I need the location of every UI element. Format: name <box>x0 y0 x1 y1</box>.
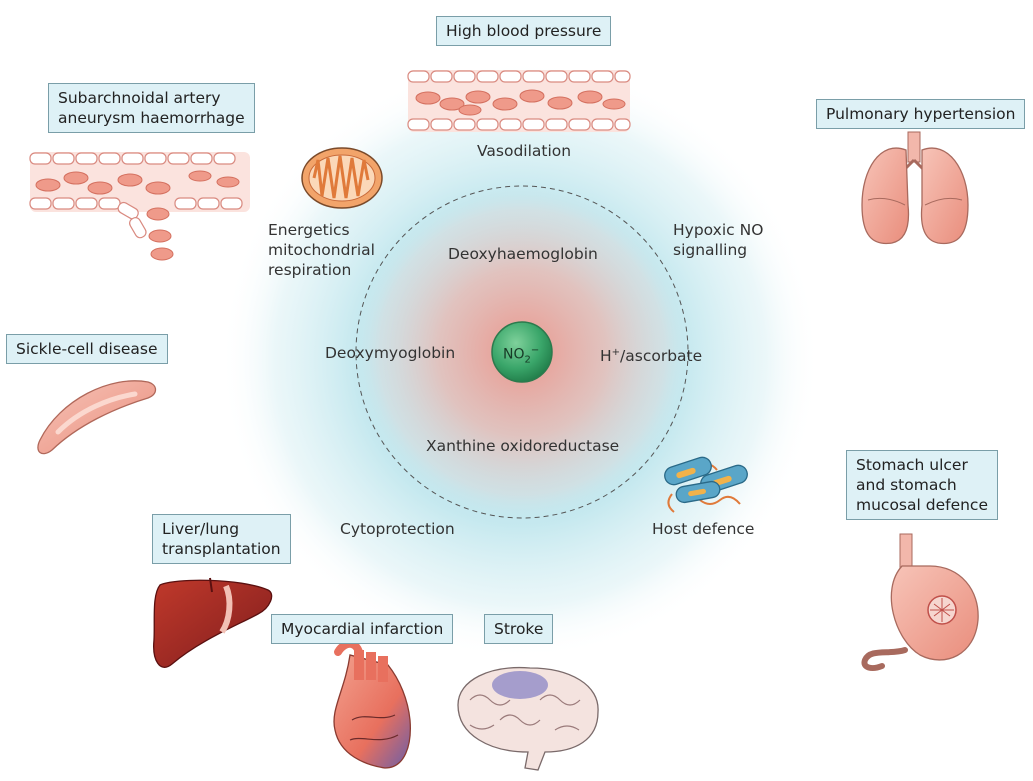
stomach-icon <box>861 533 979 671</box>
label-cytoprotection: Cytoprotection <box>340 520 455 538</box>
ruptured-vessel-icon <box>29 152 250 261</box>
label-xanthine-oxidoreductase: Xanthine oxidoreductase <box>426 437 620 455</box>
label-host-defence: Host defence <box>652 520 755 538</box>
blood-vessel-icon <box>407 70 631 132</box>
box-stroke: Stroke <box>484 614 554 644</box>
box-myocardial-infarction: Myocardial infarction <box>271 614 454 644</box>
dashed-ring <box>355 185 689 519</box>
label-deoxymyoglobin: Deoxymyoglobin <box>325 344 456 362</box>
no2-molecule <box>491 321 553 383</box>
lungs-icon <box>861 131 969 245</box>
box-sickle-cell-disease: Sickle-cell disease <box>6 334 168 364</box>
sickle-cell-icon <box>37 380 157 455</box>
molecule-sup: − <box>530 345 540 356</box>
heart-icon <box>333 639 411 769</box>
label-vasodilation: Vasodilation <box>477 142 572 160</box>
box-high-blood-pressure: High blood pressure <box>436 16 612 46</box>
box-liver-lung-transplantation: Liver/lung transplantation <box>152 514 291 564</box>
label-deoxyhaemoglobin: Deoxyhaemoglobin <box>448 245 598 263</box>
liver-icon <box>153 577 273 668</box>
box-pulmonary-hypertension: Pulmonary hypertension <box>816 99 1026 129</box>
molecule-label: NO2− <box>503 341 539 370</box>
box-subarachnoid-haemorrhage: Subarchnoidal artery aneurysm haemorrhag… <box>48 83 255 133</box>
molecule-main: NO <box>503 346 525 363</box>
box-stomach-ulcer: Stomach ulcer and stomach mucosal defenc… <box>846 450 998 520</box>
label-h-ascorbate: H+/ascorbate <box>600 343 702 366</box>
bacteria-icon <box>664 456 748 513</box>
brain-icon <box>457 666 599 771</box>
mitochondrion-icon <box>301 147 383 209</box>
h-sup: + <box>611 347 621 358</box>
label-hypoxic-signalling: Hypoxic NO signalling <box>673 221 764 259</box>
h-post: /ascorbate <box>620 347 703 366</box>
label-energetics: Energetics mitochondrial respiration <box>268 221 375 279</box>
h-pre: H <box>600 347 612 366</box>
molecule-sub: 2 <box>524 354 531 366</box>
